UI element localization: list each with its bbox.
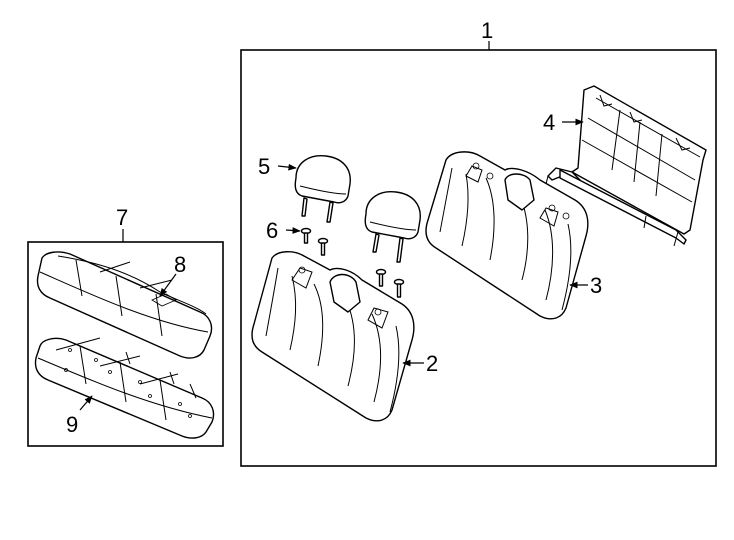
callout-8: 8 <box>174 252 186 277</box>
callout-1: 1 <box>481 18 493 43</box>
callout-6-leader <box>285 227 301 234</box>
seat-back-frame <box>545 85 707 247</box>
seat-back-assembly-frame <box>240 49 717 467</box>
callout-6: 6 <box>266 218 278 243</box>
callout-9-leader <box>79 395 93 411</box>
seat-cushion-pad <box>34 337 215 439</box>
seat-cushion-assembly-frame <box>27 241 224 447</box>
callout-9: 9 <box>66 412 78 437</box>
callout-2: 2 <box>426 351 438 376</box>
seat-back <box>251 251 415 422</box>
headrest-right <box>364 191 421 263</box>
callout-5: 5 <box>258 154 270 179</box>
callout-5-leader <box>277 163 297 171</box>
seat-back-cover <box>425 151 589 320</box>
headrest-guides <box>300 227 405 298</box>
seat-cushion-cover <box>36 251 213 359</box>
callout-7: 7 <box>116 205 128 230</box>
callout-8-leader <box>159 273 177 297</box>
callout-4: 4 <box>543 110 555 135</box>
callout-3: 3 <box>590 273 602 298</box>
headrest-left <box>294 155 351 223</box>
